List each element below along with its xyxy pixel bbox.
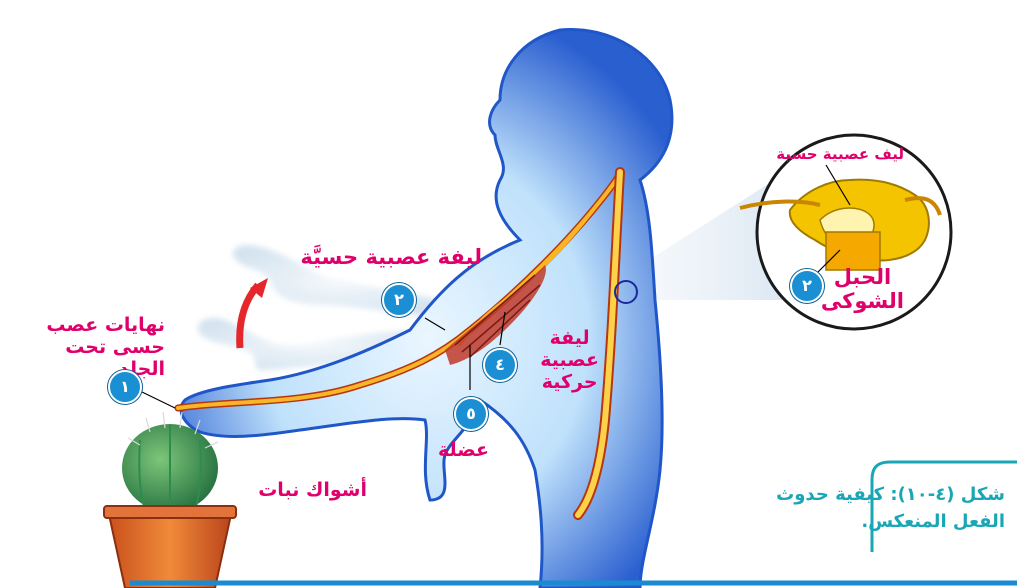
plant-thorns-label: أشواك نبات bbox=[258, 480, 367, 502]
muscle-label: عضلة bbox=[438, 440, 489, 462]
marker-4: ٤ bbox=[483, 348, 517, 382]
nerve-endings-label: نهايات عصب حسى تحت الجلد bbox=[46, 315, 165, 381]
nerve-endings-line-3: الجلد bbox=[46, 359, 165, 381]
marker-5: ٥ bbox=[454, 397, 488, 431]
nerve-endings-line-2: حسى تحت bbox=[46, 337, 165, 359]
figure-caption: شكل (٤-١٠): كيفية حدوث الفعل المنعكس. bbox=[776, 485, 1005, 532]
cactus-icon bbox=[104, 412, 236, 588]
motor-fiber-line-1: ليفة bbox=[540, 328, 599, 350]
sensory-fiber-label: ليفة عصبية حسيَّة bbox=[300, 245, 482, 269]
sensory-fiber-small-label: ليف عصبية حسية bbox=[776, 146, 904, 163]
marker-2-spinal: ٢ bbox=[790, 269, 824, 303]
motor-fiber-label: ليفة عصبية حركية bbox=[540, 328, 599, 394]
child-silhouette bbox=[181, 29, 672, 588]
nerve-endings-line-1: نهايات عصب bbox=[46, 315, 165, 337]
figure-caption-subtitle: الفعل المنعكس. bbox=[776, 512, 1005, 533]
motor-fiber-line-3: حركية bbox=[540, 372, 599, 394]
spinal-cord-line-1: الحبل bbox=[821, 265, 904, 289]
spinal-cord-label: الحبل الشوكى bbox=[821, 265, 904, 313]
figure-caption-title: شكل (٤-١٠): كيفية حدوث bbox=[776, 485, 1005, 506]
marker-2-arm: ٢ bbox=[382, 283, 416, 317]
marker-1: ١ bbox=[108, 370, 142, 404]
motor-fiber-line-2: عصبية bbox=[540, 350, 599, 372]
spinal-cord-line-2: الشوكى bbox=[821, 289, 904, 313]
